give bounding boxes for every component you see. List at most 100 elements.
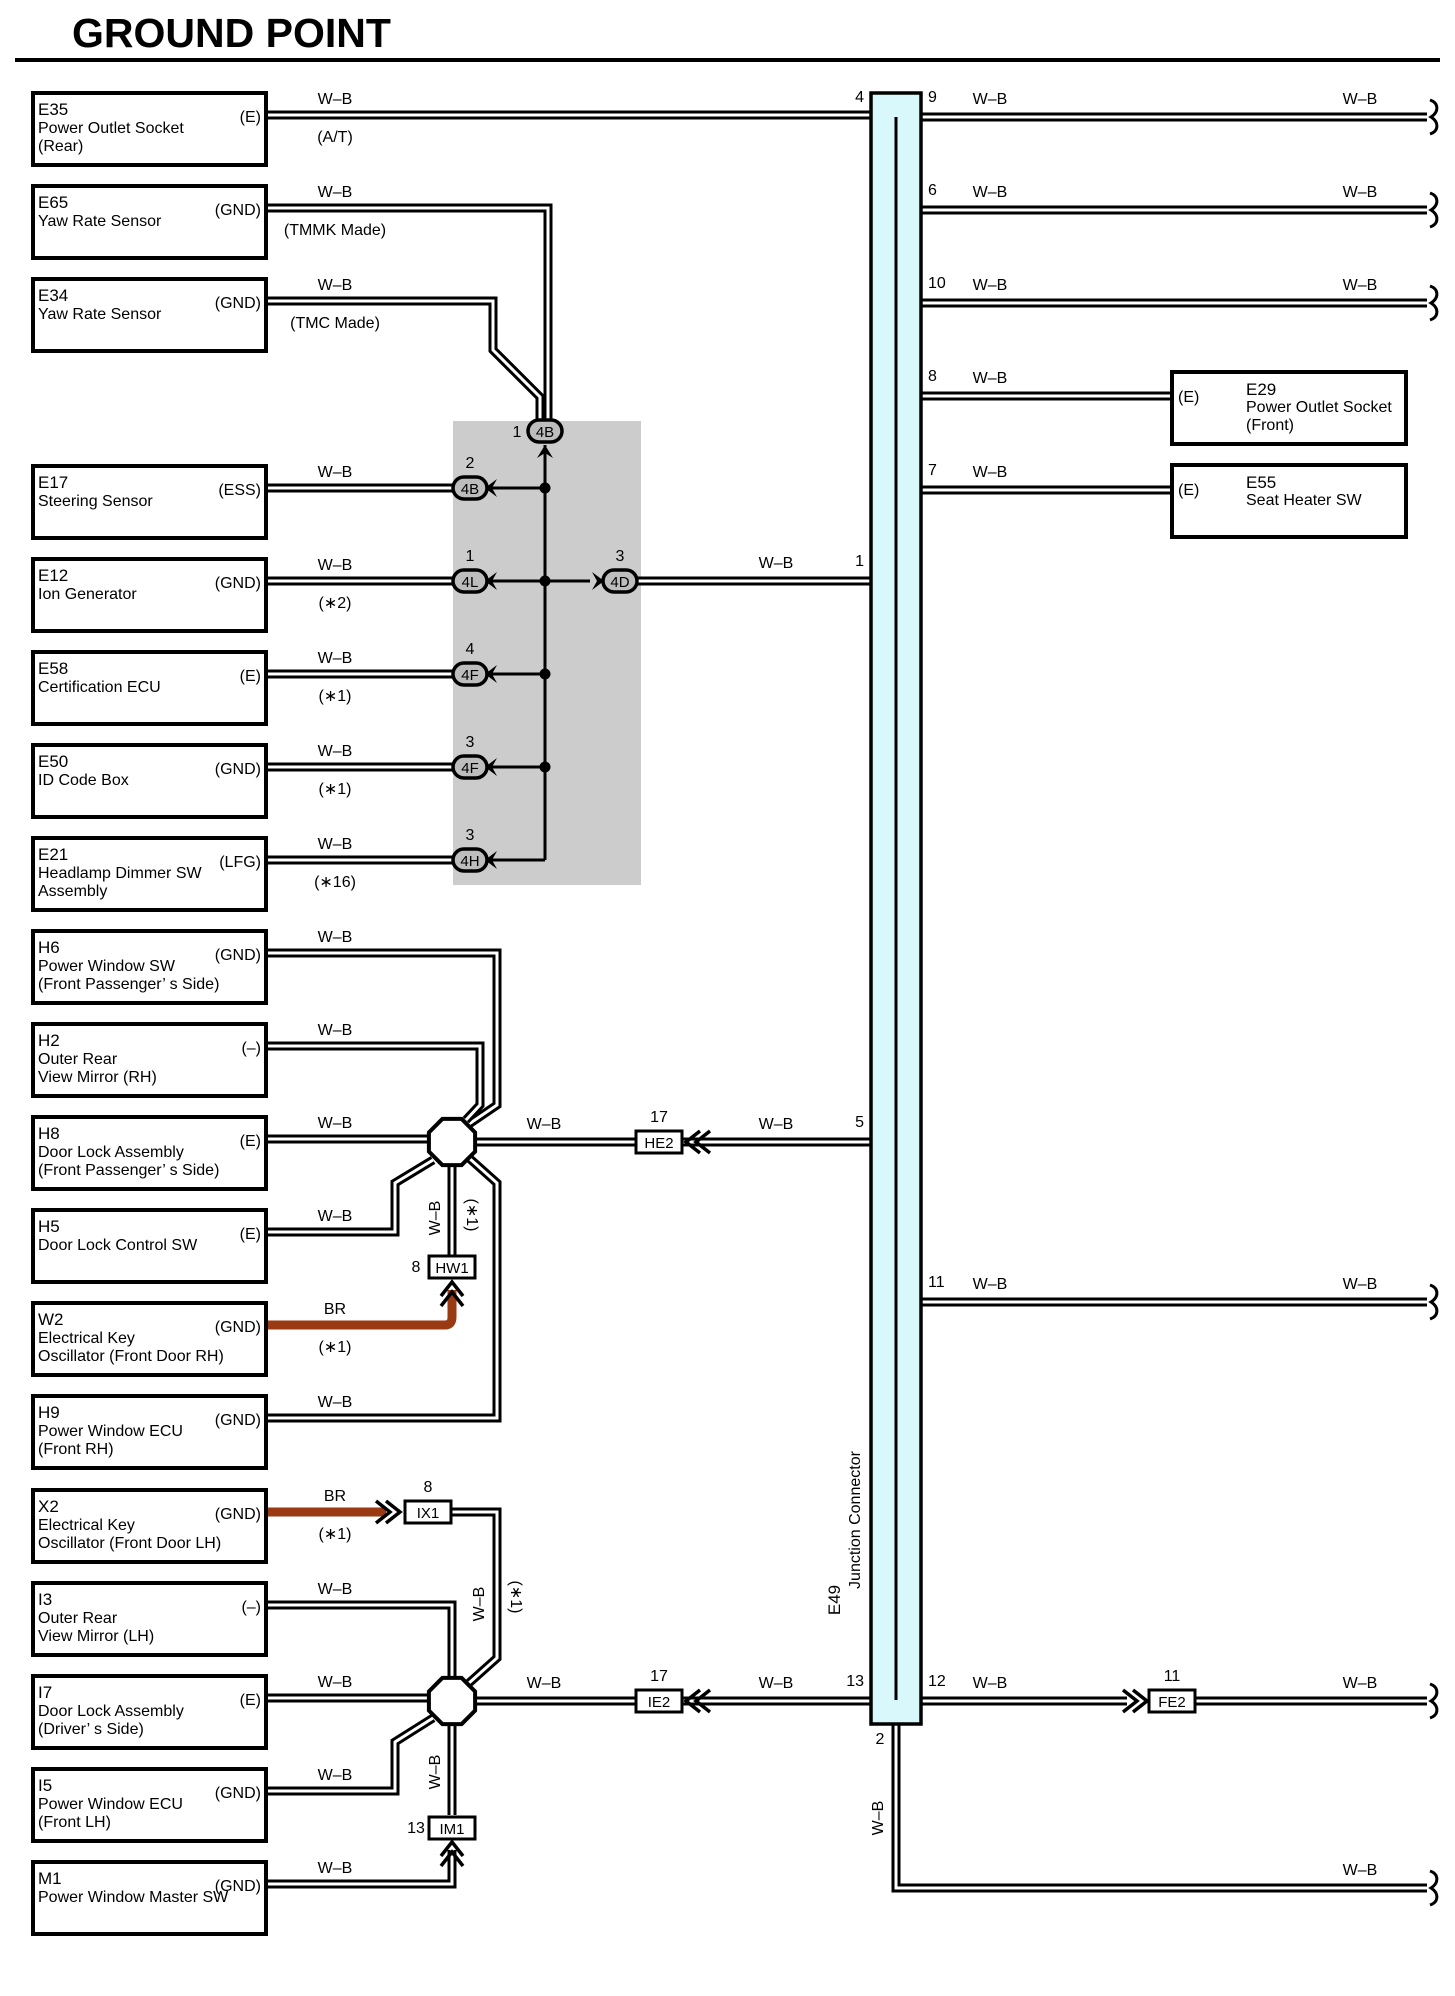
- wire-h9: [266, 1154, 502, 1423]
- wire-color-label: BR: [324, 1301, 346, 1318]
- wire-color-label: W–B: [318, 1022, 353, 1039]
- wire-note-label: (TMMK Made): [284, 222, 386, 239]
- component-code: I3: [38, 1590, 52, 1609]
- junction-pin-number: 5: [855, 1114, 864, 1131]
- wire-junction-bottom: [891, 1700, 1427, 1893]
- wire-color-label: W–B: [318, 929, 353, 946]
- connector-id: IE2: [648, 1694, 671, 1711]
- wire-w2-br: [266, 1290, 457, 1330]
- component-terminal: (GND): [215, 575, 261, 592]
- connector-chevron: [683, 1129, 712, 1155]
- wire-color-label: W–B: [471, 1587, 488, 1622]
- component-code: E12: [38, 566, 68, 585]
- component-code: H2: [38, 1031, 60, 1050]
- component-name: Oscillator (Front Door LH): [38, 1535, 221, 1552]
- component-box: [31, 1767, 268, 1843]
- wire-color-label: W–B: [973, 184, 1008, 201]
- connector-pin-number: 17: [650, 1109, 668, 1126]
- component-box: [31, 91, 268, 167]
- component-name: Electrical Key: [38, 1330, 135, 1347]
- component-name: Yaw Rate Sensor: [38, 213, 162, 230]
- component-terminal: (GND): [215, 1785, 261, 1802]
- connector-id: 4H: [460, 853, 479, 870]
- wire-color-label: W–B: [1343, 277, 1378, 294]
- junction-pin-number: 2: [876, 1731, 885, 1748]
- wire-color-label: W–B: [1343, 91, 1378, 108]
- component-name: Power Window ECU: [38, 1423, 183, 1440]
- wire-color-label: W–B: [527, 1675, 562, 1692]
- wire-color-label: W–B: [870, 1801, 887, 1836]
- connector-pin-number: 8: [412, 1259, 421, 1276]
- component-name: Power Window Master SW: [38, 1889, 229, 1906]
- component-terminal: (GND): [215, 1506, 261, 1523]
- component-terminal: (LFG): [219, 854, 261, 871]
- splice-hub-lh: [426, 1675, 478, 1727]
- component-terminal: (GND): [215, 1319, 261, 1336]
- component-name: Power Window SW: [38, 958, 176, 975]
- junction-code: E49: [825, 1585, 844, 1615]
- connector-pin-number: 8: [424, 1479, 433, 1496]
- component-terminal: (E): [240, 668, 261, 685]
- component-name: Door Lock Control SW: [38, 1237, 198, 1254]
- component-name: Certification ECU: [38, 679, 161, 696]
- connector-pin-number: 4: [466, 641, 475, 658]
- connector-4h: 4H: [451, 847, 489, 873]
- component-terminal: (E): [1178, 389, 1199, 406]
- connector-4b: 4B: [451, 475, 489, 501]
- wire-continuation-mark: [1428, 284, 1439, 322]
- wire-color-label: W–B: [427, 1201, 444, 1236]
- component-name: Door Lock Assembly: [38, 1703, 184, 1720]
- component-name: (Front): [1246, 417, 1294, 434]
- wire-note-label: (A/T): [317, 129, 353, 146]
- wire-continuation-mark: [1428, 1869, 1439, 1907]
- wire-color-label: W–B: [1343, 1276, 1378, 1293]
- wire-color-label: W–B: [318, 1767, 353, 1784]
- wire-color-label: W–B: [973, 1276, 1008, 1293]
- junction-pin-number: 1: [855, 553, 864, 570]
- connector-pin-number: 3: [466, 827, 475, 844]
- junction-pin-number: 6: [928, 182, 937, 199]
- component-code: E50: [38, 752, 68, 771]
- component-code: E58: [38, 659, 68, 678]
- connector-id: HW1: [435, 1260, 468, 1277]
- component-name: Power Window ECU: [38, 1796, 183, 1813]
- connector-wedge: [485, 851, 497, 869]
- component-code: H5: [38, 1217, 60, 1236]
- component-name: Power Outlet Socket: [38, 120, 184, 137]
- wire-h6: [266, 948, 502, 1128]
- junction-name: Junction Connector: [847, 1450, 864, 1589]
- wire-color-label: W–B: [759, 555, 794, 572]
- component-name: (Rear): [38, 138, 83, 155]
- component-box: [31, 557, 268, 633]
- wire-color-label: W–B: [973, 91, 1008, 108]
- wire-color-label: W–B: [759, 1116, 794, 1133]
- connector-wedge: [537, 445, 553, 458]
- connector-id: FE2: [1158, 1694, 1186, 1711]
- component-code: E21: [38, 845, 68, 864]
- connector-id: IX1: [417, 1505, 440, 1522]
- junction-pin-number: 7: [928, 462, 937, 479]
- component-name: (Front LH): [38, 1814, 111, 1831]
- wire-color-label: W–B: [318, 91, 353, 108]
- wire-m1: [266, 1850, 457, 1889]
- component-name: Yaw Rate Sensor: [38, 306, 162, 323]
- component-box: [31, 650, 268, 726]
- connector-id: 4B: [536, 424, 554, 441]
- wire-note-label: (∗1): [319, 1339, 352, 1356]
- component-name: (Front Passenger’ s Side): [38, 976, 219, 993]
- wire-note-label: (∗1): [463, 1199, 480, 1232]
- component-terminal: (ESS): [218, 482, 261, 499]
- component-box: [31, 277, 268, 353]
- component-terminal: (GND): [215, 295, 261, 312]
- connector-id: 4F: [461, 760, 479, 777]
- wire-note-label: (∗16): [314, 874, 356, 891]
- connector-pin-number: 13: [407, 1820, 425, 1837]
